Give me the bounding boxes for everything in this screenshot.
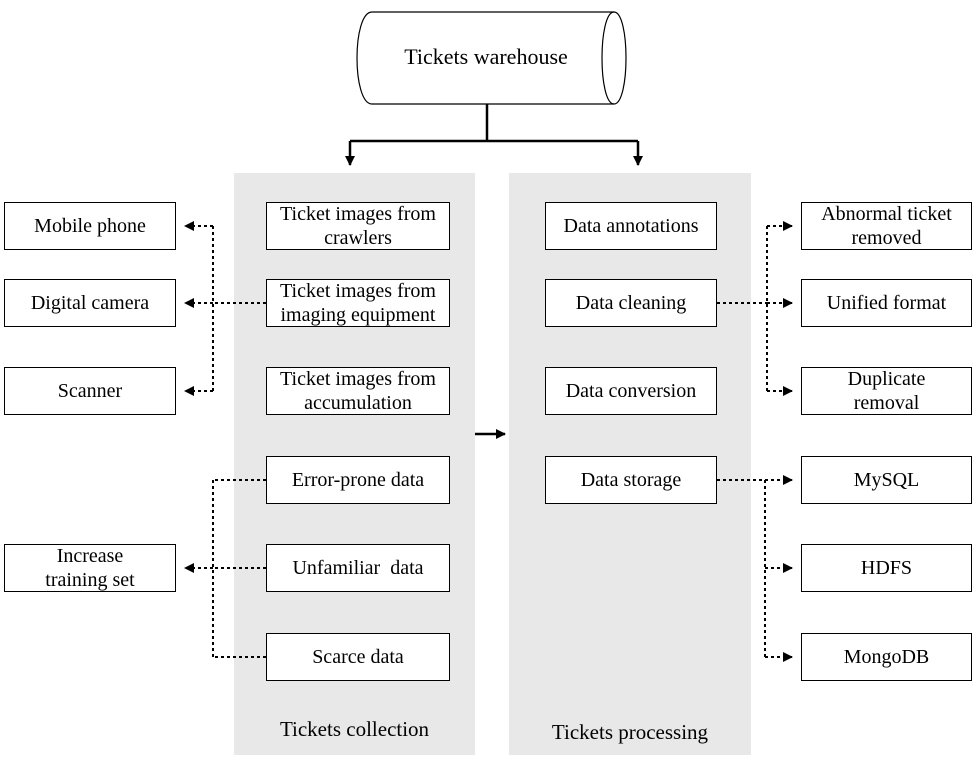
collection-caption: Tickets collection — [279, 717, 430, 741]
collection-item-imaging-equipment: Ticket images from imaging equipment — [266, 279, 450, 327]
storage-hdfs: HDFS — [801, 544, 972, 592]
warehouse-cylinder — [356, 11, 627, 105]
processing-item-annotations: Data annotations — [545, 202, 717, 250]
outcome-unified-format: Unified format — [801, 279, 972, 327]
cleaning-connectors — [717, 221, 793, 396]
collection-item-scarce: Scarce data — [266, 633, 450, 681]
collection-item-crawlers: Ticket images from crawlers — [266, 202, 450, 250]
warehouse-split-connector — [345, 104, 643, 166]
processing-caption: Tickets processing — [551, 720, 709, 744]
processing-item-cleaning: Data cleaning — [545, 279, 717, 327]
outcome-abnormal-ticket-removed: Abnormal ticket removed — [801, 202, 972, 250]
processing-item-conversion: Data conversion — [545, 367, 717, 415]
device-digital-camera: Digital camera — [4, 279, 176, 327]
increase-training-set: Increase training set — [4, 544, 176, 592]
warehouse-label: Tickets warehouse — [404, 44, 568, 69]
training-connectors — [184, 479, 266, 658]
processing-item-storage: Data storage — [545, 456, 717, 504]
device-mobile-phone: Mobile phone — [4, 202, 176, 250]
outcome-duplicate-removal: Duplicate removal — [801, 367, 972, 415]
storage-mongodb: MongoDB — [801, 633, 972, 681]
device-scanner: Scanner — [4, 367, 176, 415]
storage-connectors — [717, 475, 793, 662]
collection-item-error-prone: Error-prone data — [266, 456, 450, 504]
collection-item-unfamiliar: Unfamiliar data — [266, 544, 450, 592]
collection-item-accumulation: Ticket images from accumulation — [266, 367, 450, 415]
device-connectors — [184, 221, 266, 396]
storage-mysql: MySQL — [801, 456, 972, 504]
